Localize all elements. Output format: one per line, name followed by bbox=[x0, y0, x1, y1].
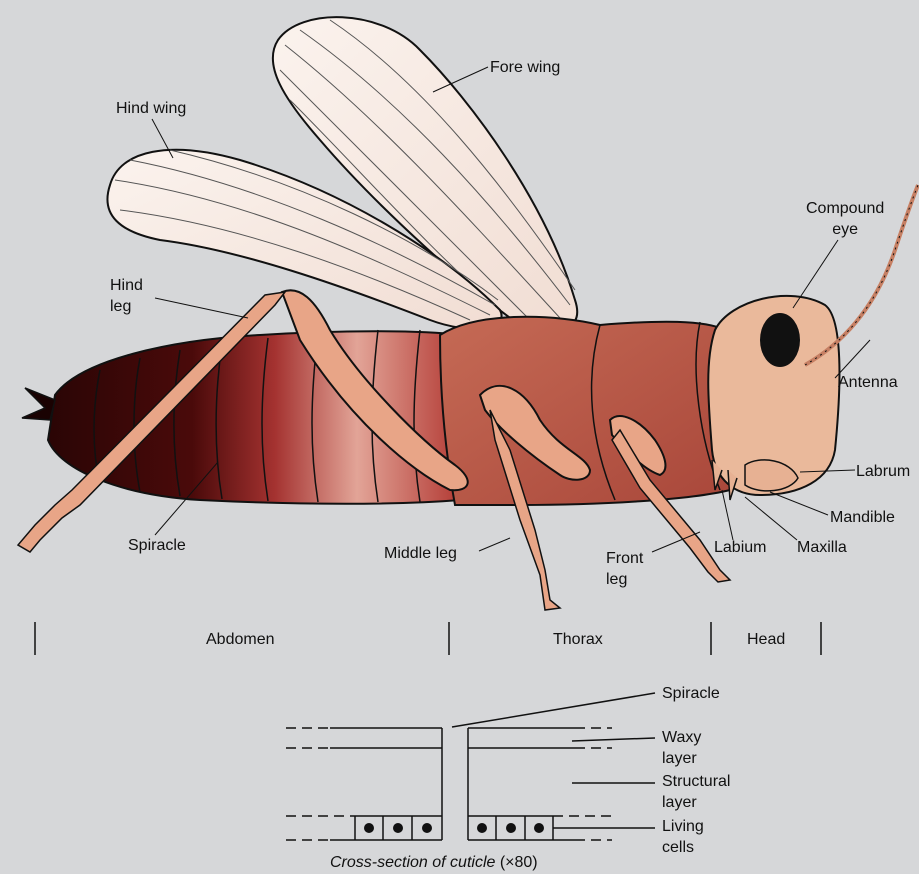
label-mandible: Mandible bbox=[830, 507, 895, 528]
compound-eye-shape bbox=[760, 313, 800, 367]
label-front-leg-line2: leg bbox=[606, 569, 643, 590]
region-head: Head bbox=[747, 629, 785, 650]
label-labium: Labium bbox=[714, 537, 766, 558]
cuticle-caption: Cross-section of cuticle (×80) bbox=[330, 852, 538, 873]
label-middle-leg: Middle leg bbox=[384, 543, 457, 564]
living-cell-nuclei bbox=[364, 823, 544, 833]
region-dividers bbox=[35, 622, 821, 655]
label-compound-eye-line1: Compound bbox=[806, 198, 884, 219]
leader-mandible bbox=[770, 492, 828, 515]
region-thorax: Thorax bbox=[553, 629, 603, 650]
cuticle-caption-magnification: (×80) bbox=[495, 854, 537, 871]
label-spiracle: Spiracle bbox=[128, 535, 186, 556]
label-hind-leg-line2: leg bbox=[110, 296, 143, 317]
label-labrum: Labrum bbox=[856, 461, 910, 482]
cuticle-label-living-cells: Living cells bbox=[662, 816, 704, 858]
leader-middle-leg bbox=[479, 538, 510, 551]
label-hind-wing: Hind wing bbox=[116, 98, 186, 119]
leader-maxilla bbox=[745, 497, 797, 540]
cuticle-label-waxy-layer: Waxy layer bbox=[662, 727, 701, 769]
label-maxilla: Maxilla bbox=[797, 537, 847, 558]
label-compound-eye-line2: eye bbox=[806, 219, 884, 240]
leader-hind-leg bbox=[155, 298, 248, 318]
cuticle-label-structural-layer: Structural layer bbox=[662, 771, 730, 813]
cuticle-living-line1: Living bbox=[662, 816, 704, 837]
label-front-leg: Front leg bbox=[606, 548, 643, 590]
cuticle-caption-italic: Cross-section of cuticle bbox=[330, 854, 495, 871]
label-hind-leg: Hind leg bbox=[110, 275, 143, 317]
region-abdomen: Abdomen bbox=[206, 629, 275, 650]
label-hind-leg-line1: Hind bbox=[110, 275, 143, 296]
cuticle-structural-line1: Structural bbox=[662, 771, 730, 792]
cuticle-cross-section bbox=[286, 693, 655, 840]
label-antenna: Antenna bbox=[838, 372, 898, 393]
cuticle-structural-line2: layer bbox=[662, 792, 730, 813]
label-fore-wing: Fore wing bbox=[490, 57, 560, 78]
cuticle-waxy-line1: Waxy bbox=[662, 727, 701, 748]
head bbox=[708, 296, 839, 500]
label-front-leg-line1: Front bbox=[606, 548, 643, 569]
cuticle-living-line2: cells bbox=[662, 837, 704, 858]
leader-compound-eye bbox=[793, 240, 838, 308]
cuticle-label-spiracle: Spiracle bbox=[662, 683, 720, 704]
label-compound-eye: Compound eye bbox=[806, 198, 884, 240]
cuticle-waxy-line2: layer bbox=[662, 748, 701, 769]
